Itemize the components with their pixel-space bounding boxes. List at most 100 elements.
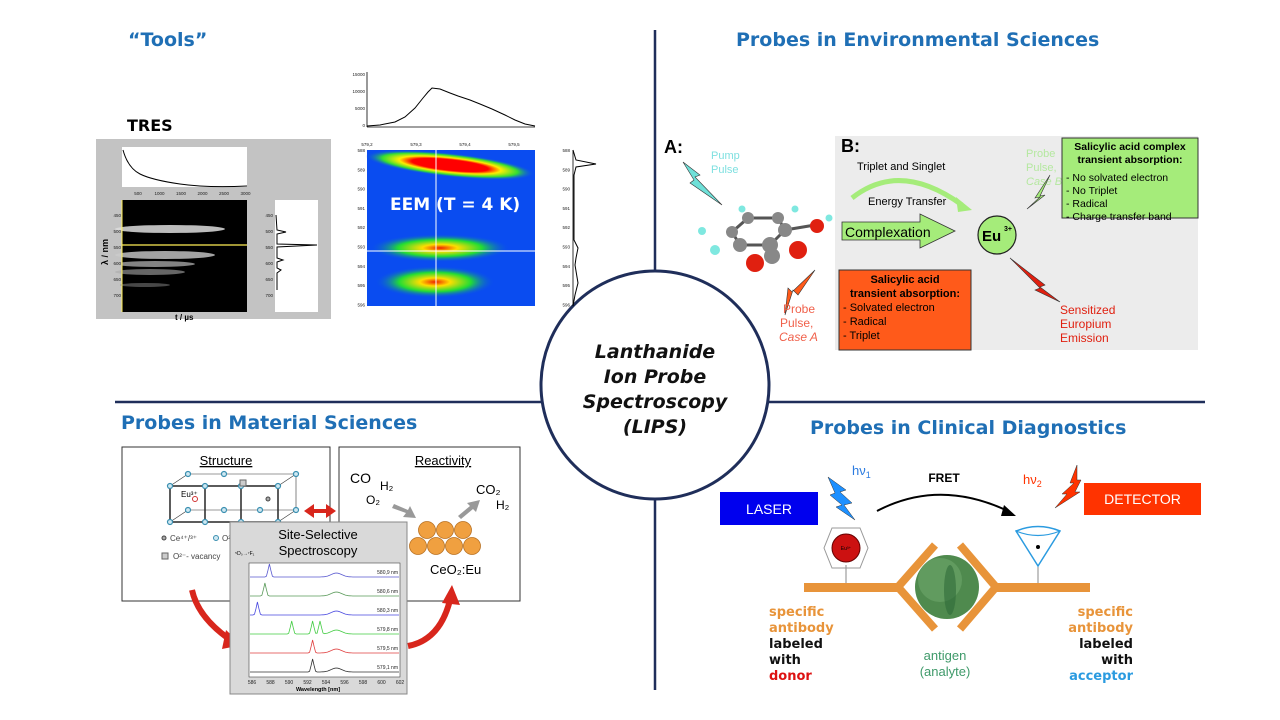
- center-line: Lanthanide: [594, 341, 716, 363]
- eem-x-tick: 579,4: [459, 142, 471, 147]
- hv1-label: hν1: [852, 463, 871, 480]
- eem-side-y-tick: 596: [562, 302, 570, 307]
- caption-line: acceptor: [1069, 669, 1133, 684]
- product-h2: H₂: [496, 498, 510, 512]
- spectroscopy-to-reactivity-arrow: [407, 599, 453, 649]
- eem-side-y-tick: 593: [562, 245, 570, 250]
- reactant-arrow: [392, 504, 416, 518]
- right-antibody: [996, 583, 1090, 592]
- emission-bolt-icon: [1054, 464, 1082, 509]
- sss-x-label: Wavelength [nm]: [296, 687, 340, 693]
- structure-reactivity-arrow: [304, 504, 336, 518]
- tres-y-tick: 700: [113, 293, 121, 298]
- sss-spectrum-line: [250, 601, 399, 616]
- excitation-bolt-icon: [827, 476, 856, 521]
- box-a-item: - Radical: [843, 316, 886, 328]
- antigen-caption: antigen (analyte): [905, 648, 985, 680]
- sss-x-tick: 596: [340, 680, 349, 686]
- acceptor-rim: [1015, 530, 1061, 537]
- tres-x-tick: 500: [134, 191, 142, 196]
- tres-x-label: t / µs: [175, 313, 194, 322]
- oxygen-sites: [166, 470, 300, 526]
- fret-arrow: [876, 493, 1011, 513]
- tools-title: “Tools”: [128, 29, 208, 51]
- detector-box: DETECTOR: [1084, 483, 1201, 515]
- caption-line: labeled: [769, 637, 823, 652]
- panel-a-label: A:: [664, 137, 683, 157]
- arrowhead: [442, 585, 460, 605]
- eem-y-tick: 588: [357, 148, 365, 153]
- tres-label: TRES: [127, 116, 173, 135]
- sss-x-tick: 592: [303, 680, 312, 686]
- probe-a-label: Probe: [783, 302, 815, 316]
- acceptor-caption: specific antibody labeled with acceptor: [1060, 605, 1133, 685]
- eem-hist-tick: 0: [362, 123, 365, 128]
- energy-transfer-label: Triplet and Singlet: [857, 161, 945, 173]
- center-line: Ion Probe: [603, 366, 707, 388]
- caption-line: (analyte): [919, 664, 971, 679]
- hydrogen-atom: [710, 245, 720, 255]
- eem-peak: [370, 234, 510, 262]
- eu-charge: 3+: [1004, 226, 1012, 233]
- caption-line: donor: [769, 669, 812, 684]
- center-line: (LIPS): [622, 416, 688, 438]
- emission-label: Sensitized: [1060, 303, 1115, 317]
- hydrogen-atom: [825, 214, 833, 222]
- eem-side-curve: [572, 149, 597, 307]
- energy-transfer-arrowhead: [956, 197, 972, 212]
- eem-x-tick: 579,5: [508, 142, 520, 147]
- tres-decay-plot: [122, 147, 247, 187]
- tres-x-tick: 1500: [176, 191, 187, 196]
- tres-spectrum-plot: [275, 200, 318, 312]
- tres-band: [115, 261, 195, 267]
- tres-band: [115, 269, 185, 275]
- caption-line: labeled: [1079, 637, 1133, 652]
- environmental-title: Probes in Environmental Sciences: [736, 29, 1100, 51]
- tres-side-y-tick: 700: [265, 293, 273, 298]
- pump-pulse-label: Pulse: [711, 164, 739, 176]
- box-a-title: Salicylic acid: [870, 274, 939, 286]
- reactivity-label: Reactivity: [415, 453, 472, 468]
- tres-y-tick: 550: [113, 245, 121, 250]
- sss-spectrum-line: [250, 658, 399, 673]
- tres-decay-curve: [122, 149, 248, 188]
- tres-band: [120, 283, 170, 287]
- panel-b-lower: [967, 263, 1198, 350]
- donor-caption: specific antibody labeled with donor: [769, 605, 834, 685]
- sss-spectrum-label: 580,6 nm: [377, 589, 398, 595]
- tres-x-tick: 1000: [154, 191, 165, 196]
- clinical-title: Probes in Clinical Diagnostics: [810, 417, 1127, 439]
- ceo2-particles: [409, 521, 481, 555]
- left-antibody: [804, 583, 898, 592]
- energy-transfer-label: Energy Transfer: [868, 196, 947, 208]
- product-arrow: [458, 500, 480, 519]
- tres-x-tick: 2000: [197, 191, 208, 196]
- hydrogen-atom: [698, 227, 706, 235]
- donor-chelate: [823, 527, 869, 569]
- caption-line: specific: [1077, 605, 1133, 620]
- right-antibody-arms: [956, 542, 1002, 632]
- sss-spectrum-line: [250, 582, 399, 597]
- caption-line: antibody: [1068, 621, 1133, 636]
- eem-side-y-tick: 589: [562, 167, 570, 172]
- carbon-atom: [733, 238, 747, 252]
- material-title: Probes in Material Sciences: [121, 412, 418, 434]
- sss-x-tick: 588: [266, 680, 275, 686]
- sss-title: Spectroscopy: [279, 543, 358, 558]
- sss-title: Site-Selective: [278, 527, 357, 542]
- eem-side-y-tick: 590: [562, 187, 570, 192]
- sss-x-tick: 600: [377, 680, 386, 686]
- sss-spectrum-label: 579,8 nm: [377, 627, 398, 633]
- probe-a-label: Case A: [779, 330, 818, 344]
- box-b-item: - No solvated electron: [1066, 172, 1168, 184]
- hydrogen-atom: [791, 205, 799, 213]
- emission-label: Emission: [1060, 331, 1109, 345]
- eu-ion: [977, 215, 1017, 255]
